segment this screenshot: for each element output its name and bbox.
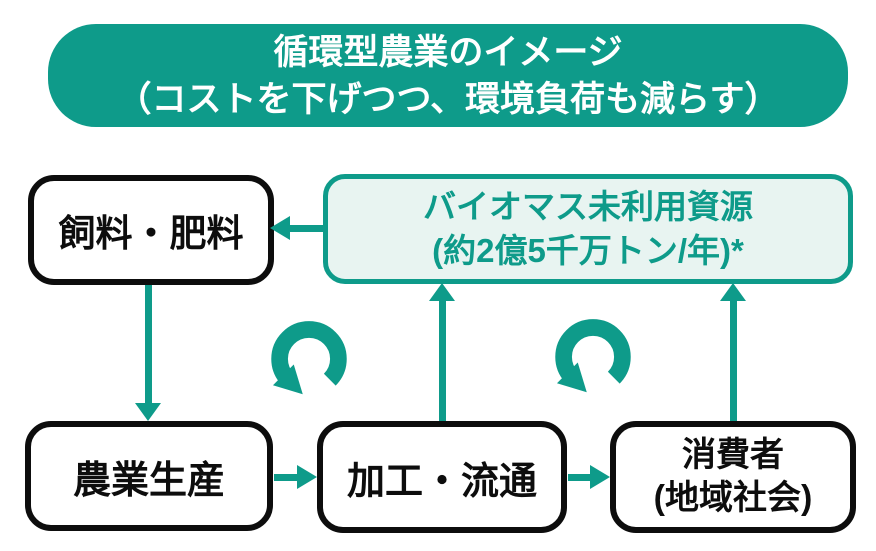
- title-line-1: 循環型農業のイメージ: [273, 32, 623, 72]
- arrowhead-left-icon: [270, 216, 290, 240]
- arrow-biomass-to-feed: [270, 216, 324, 240]
- title-banner: 循環型農業のイメージ （コストを下げつつ、環境負荷も減らす）: [48, 24, 848, 127]
- title-line-2: （コストを下げつつ、環境負荷も減らす）: [116, 79, 780, 119]
- arrow-processing-to-biomass: [429, 283, 455, 421]
- node-processing-distribution-label: 加工・流通: [346, 460, 537, 503]
- arrowhead-right-icon: [297, 465, 317, 489]
- node-biomass-line-2: (約2億5千万トン/年)*: [432, 232, 744, 269]
- node-agricultural-production: 農業生産: [25, 421, 273, 531]
- arrowhead-right-icon: [590, 465, 610, 489]
- node-consumer-line-2: (地域社会): [653, 479, 813, 517]
- node-feed-fertilizer: 飼料・肥料: [28, 175, 274, 285]
- node-biomass-resource: バイオマス未利用資源 (約2億5千万トン/年)*: [323, 174, 853, 284]
- node-processing-distribution: 加工・流通: [317, 421, 567, 533]
- node-agricultural-production-label: 農業生産: [72, 459, 225, 502]
- arrowhead-up-icon: [429, 283, 455, 301]
- arrow-feed-to-agriculture: [135, 285, 161, 421]
- node-consumer-line-1: 消費者: [682, 436, 784, 474]
- recycle-icon: [555, 319, 631, 393]
- arrowhead-up-icon: [720, 283, 746, 301]
- node-feed-fertilizer-label: 飼料・肥料: [58, 213, 244, 254]
- arrow-processing-to-consumer: [568, 465, 610, 489]
- recycle-icon: [271, 321, 347, 395]
- node-biomass-line-1: バイオマス未利用資源: [423, 188, 753, 225]
- arrowhead-down-icon: [135, 403, 161, 421]
- arrow-consumer-to-biomass: [720, 283, 746, 421]
- node-consumer-community: 消費者 (地域社会): [610, 421, 856, 533]
- arrow-agriculture-to-processing: [274, 465, 317, 489]
